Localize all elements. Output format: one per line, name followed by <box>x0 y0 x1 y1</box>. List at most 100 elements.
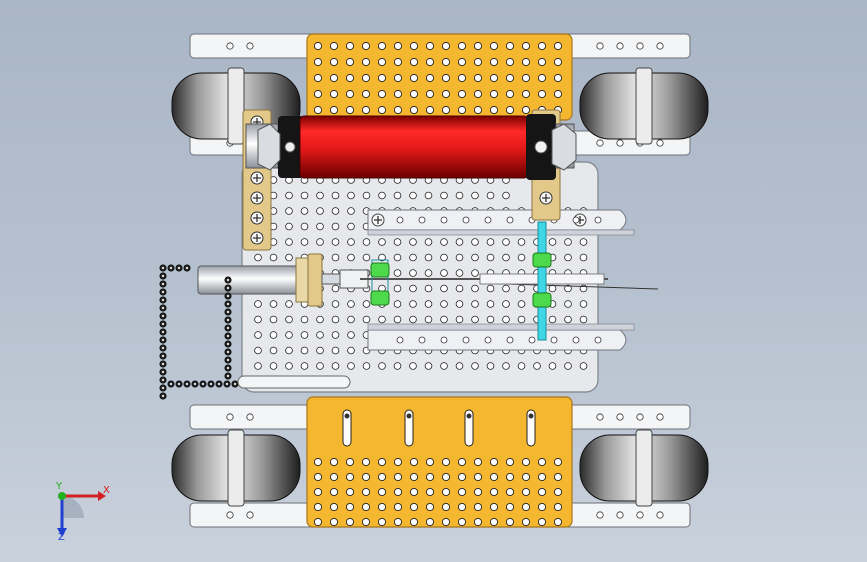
yellow-hole <box>489 487 499 497</box>
plate-hole <box>409 315 417 324</box>
rail-hole <box>484 216 492 224</box>
chain-pin <box>226 278 230 282</box>
yellow-hole <box>345 89 355 99</box>
bar-hole <box>246 413 254 421</box>
yellow-hole <box>489 57 499 67</box>
yellow-hole <box>521 517 531 527</box>
plate-hole <box>471 284 479 293</box>
plate-hole <box>285 207 293 215</box>
plate-hole <box>471 191 479 200</box>
bar-hole <box>596 511 604 519</box>
plate-hole <box>564 300 572 308</box>
plate-hole <box>269 253 278 262</box>
yellow-hole <box>345 457 355 467</box>
yellow-hole <box>409 89 419 99</box>
yellow-hole <box>441 105 451 115</box>
drive-chain <box>159 264 343 400</box>
plate-hole <box>471 362 479 370</box>
plate-slot <box>464 409 474 447</box>
yellow-hole <box>473 73 483 83</box>
plate-hole <box>564 284 572 293</box>
plate-hole <box>331 300 340 308</box>
plate-hole <box>285 346 293 355</box>
plate-hole <box>254 346 262 355</box>
plate-hole <box>517 300 526 308</box>
yellow-hole <box>489 41 499 51</box>
plate-hole <box>378 315 386 324</box>
yellow-hole <box>345 57 355 67</box>
chain-pin <box>201 382 205 386</box>
plate-hole <box>300 191 309 200</box>
plate-hole <box>579 315 588 324</box>
yellow-hole <box>473 89 483 99</box>
plate-hole <box>285 315 293 324</box>
yellow-hole <box>361 105 371 115</box>
yellow-hole <box>441 73 451 83</box>
bar-hole <box>636 42 644 50</box>
plate-hole <box>378 253 386 262</box>
lower-slotted-rail <box>367 323 635 351</box>
yellow-hole <box>489 73 499 83</box>
plate-hole <box>347 315 355 324</box>
plate-hole <box>331 222 340 231</box>
yellow-hole <box>313 517 323 527</box>
chain-pin <box>161 274 165 278</box>
chain-pin <box>226 302 230 306</box>
yellow-hole <box>393 57 403 67</box>
yellow-hole <box>409 517 419 527</box>
yellow-hole <box>329 517 339 527</box>
chain-pin <box>161 306 165 310</box>
yellow-hole <box>425 89 435 99</box>
rail-hole <box>550 336 558 344</box>
yellow-hole <box>537 487 547 497</box>
plate-hole <box>517 253 526 262</box>
yellow-hole <box>361 457 371 467</box>
plate-hole <box>300 331 309 339</box>
plate-hole <box>269 346 278 355</box>
plate-hole <box>440 269 448 277</box>
plate-hole <box>378 362 386 370</box>
rail-hole <box>418 336 426 344</box>
plate-hole <box>409 253 417 262</box>
plate-hole <box>347 362 355 370</box>
plate-hole <box>424 300 433 308</box>
chain-pin <box>161 298 165 302</box>
plate-hole <box>285 253 293 262</box>
plate-hole <box>409 284 417 293</box>
plate-hole <box>424 362 433 370</box>
x-axis-label: X <box>103 485 110 496</box>
chain-pin <box>226 366 230 370</box>
bar-hole <box>226 42 234 50</box>
chain-pin <box>233 382 237 386</box>
yellow-hole <box>409 57 419 67</box>
plate-hole <box>455 284 464 293</box>
yellow-hole <box>377 41 387 51</box>
plate-hole <box>424 284 433 293</box>
plate-hole <box>502 238 510 246</box>
plate-hole <box>285 331 293 339</box>
yellow-hole <box>313 487 323 497</box>
bar-hole <box>596 42 604 50</box>
plate-hole <box>331 238 340 246</box>
plate-hole <box>285 362 293 370</box>
bar-hole <box>596 139 604 147</box>
plate-hole <box>362 191 371 200</box>
plate-hole <box>362 238 371 246</box>
yellow-hole <box>505 457 515 467</box>
green-gear <box>370 290 390 306</box>
plate-hole <box>285 222 293 231</box>
yellow-hole <box>361 487 371 497</box>
plate-hole <box>517 315 526 324</box>
bar-hole <box>656 413 664 421</box>
chain-pin <box>169 382 173 386</box>
yellow-hole <box>361 472 371 482</box>
plate-hole <box>378 191 386 200</box>
yellow-hole <box>441 89 451 99</box>
yellow-hole <box>425 105 435 115</box>
yellow-hole <box>329 57 339 67</box>
yellow-hole <box>505 89 515 99</box>
yellow-hole <box>457 517 467 527</box>
yellow-hole <box>473 517 483 527</box>
yellow-hole <box>409 73 419 83</box>
